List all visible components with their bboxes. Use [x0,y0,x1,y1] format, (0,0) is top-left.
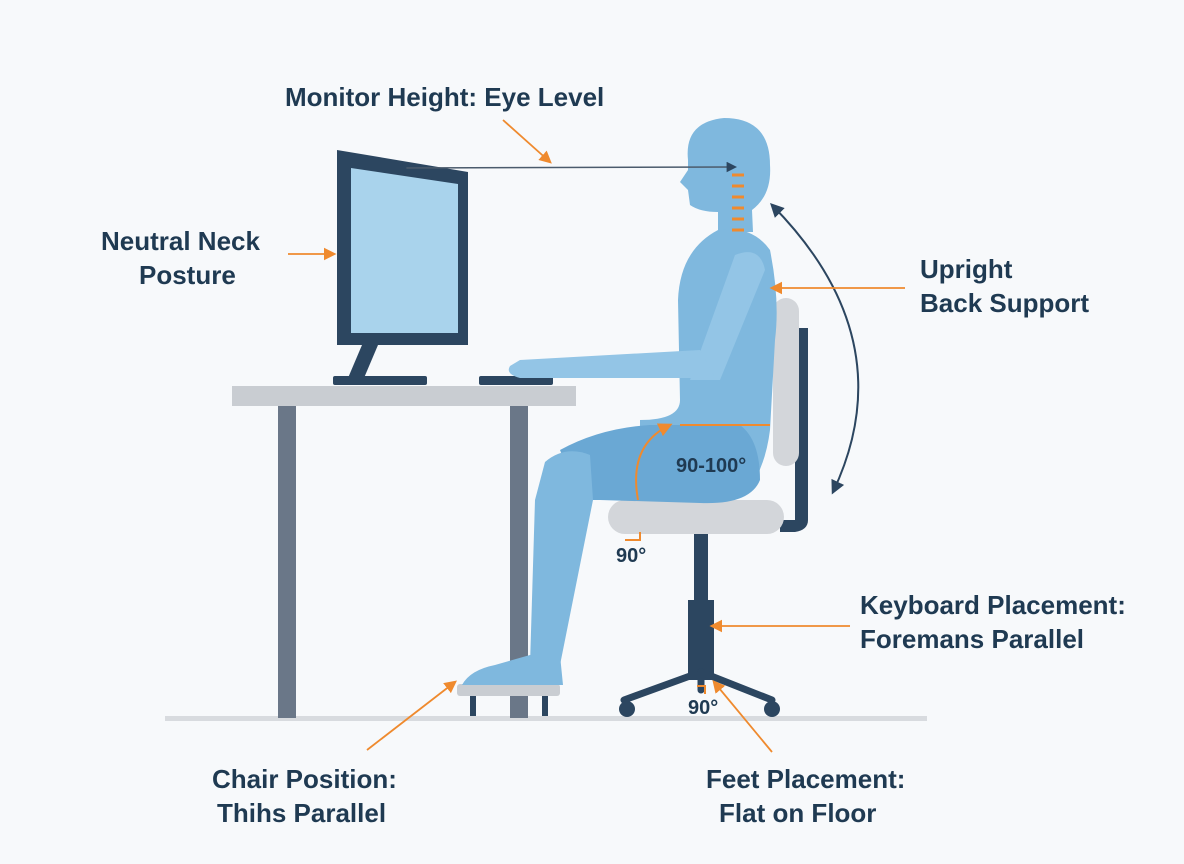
footrest [457,684,560,716]
hip-angle-label: 90-100° [676,455,746,478]
chair-position-label-line2: Thihs Parallel [217,796,386,830]
monitor-height-label: Monitor Height: Eye Level [285,80,604,114]
keyboard-placement-label-line1: Keyboard Placement: [860,588,1126,622]
upright-back-label-line1: Upright [920,252,1012,286]
neutral-neck-label-line1: Neutral Neck [101,224,260,258]
monitor-height-arrow [503,120,550,162]
neutral-neck-label-line2: Posture [139,258,236,292]
feet-placement-label-line2: Flat on Floor [719,796,876,830]
chair-position-label-line1: Chair Position: [212,762,397,796]
feet-placement-label-line1: Feet Placement: [706,762,905,796]
keyboard-placement-label-line2: Foremans Parallel [860,622,1084,656]
monitor [333,150,468,385]
eye-level-line [398,167,735,168]
upright-back-label-line2: Back Support [920,286,1089,320]
knee-angle-label: 90° [616,545,646,568]
base-angle-label: 90° [688,697,718,720]
